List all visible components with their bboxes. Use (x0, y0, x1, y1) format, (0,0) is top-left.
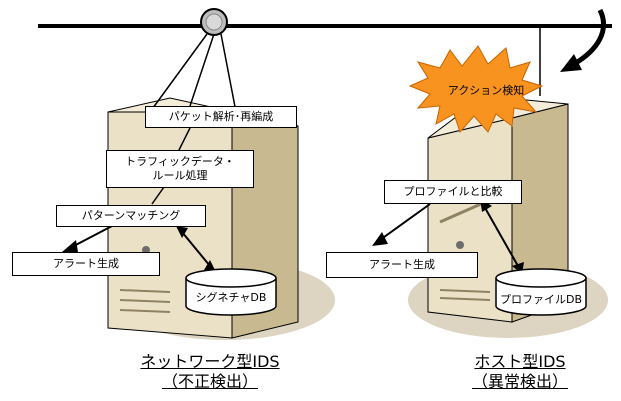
traffic-rule-line2: ルール処理 (152, 169, 208, 182)
network-ids-caption-title: ネットワーク型IDS (140, 352, 280, 371)
traffic-rule-box: トラフィックデータ・ ルール処理 (106, 150, 254, 188)
host-ids-caption-sub: （異常検出） (471, 372, 568, 391)
host-ids-server (408, 95, 608, 338)
profile-db-icon (495, 268, 587, 316)
profile-db-label: プロファイルDB (499, 293, 583, 306)
action-detect-label: アクション検知 (447, 84, 525, 97)
traffic-rule-line1: トラフィックデータ・ (125, 155, 235, 168)
pattern-matching-box: パターンマッチング (56, 205, 206, 227)
signature-db-icon (185, 268, 277, 316)
alert-box-left: アラート生成 (12, 252, 160, 276)
packet-analysis-box: パケット解析･再編成 (145, 106, 297, 128)
host-ids-caption-title: ホスト型IDS (474, 352, 566, 371)
network-ids-caption: ネットワーク型IDS （不正検出） (120, 352, 300, 392)
profile-compare-box: プロファイルと比較 (384, 180, 522, 204)
signature-db-label: シグネチャDB (195, 291, 267, 304)
host-ids-caption: ホスト型IDS （異常検出） (460, 352, 580, 392)
action-detect-burst (408, 45, 544, 133)
network-ids-caption-sub: （不正検出） (161, 372, 258, 391)
alert-box-right: アラート生成 (326, 252, 478, 278)
